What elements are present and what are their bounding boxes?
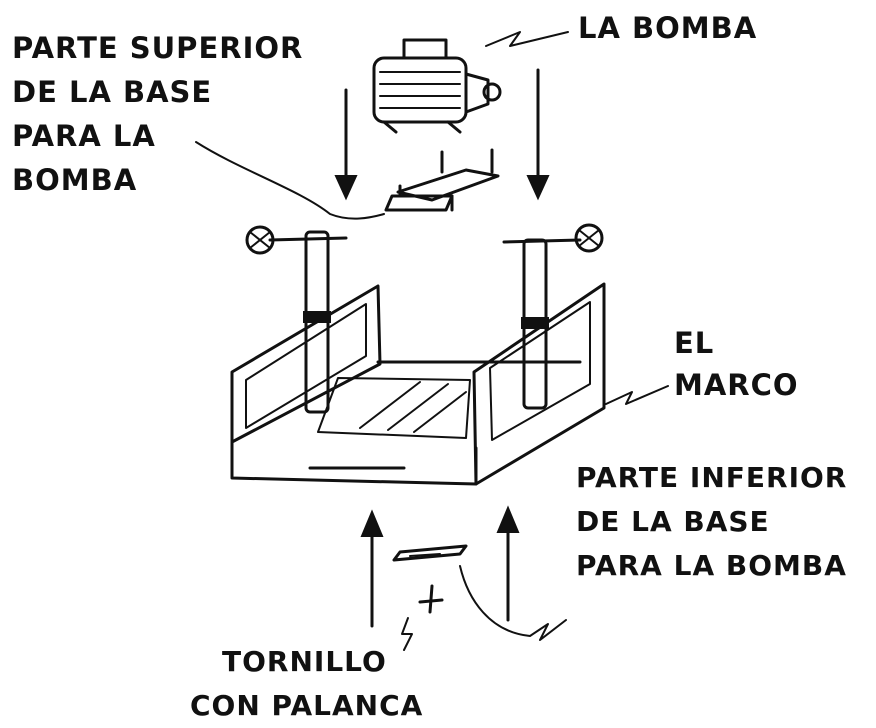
bottom-plate-label-line: PARTE INFERIOR: [576, 461, 848, 494]
frame: [230, 223, 606, 486]
top-plate-label-line: PARA LA: [12, 119, 156, 153]
leader-screw: [401, 617, 413, 651]
up-arrow-left: [360, 509, 384, 628]
down-arrow-left: [334, 88, 358, 201]
up-arrow-right: [496, 505, 520, 622]
leader-bottom-plate: [459, 565, 567, 641]
lower-base-plate: [392, 544, 468, 562]
pump-label-line: LA BOMBA: [578, 11, 758, 45]
pump-motor: [372, 38, 502, 134]
leader-frame: [605, 385, 669, 405]
bottom-plate-label-line: PARA LA BOMBA: [576, 549, 847, 582]
leader-top-plate: [195, 141, 385, 220]
frame-label-line: MARCO: [674, 368, 799, 402]
top-plate-label-line: PARTE SUPERIOR: [12, 31, 304, 65]
bottom-plate-label-line: DE LA BASE: [576, 505, 770, 538]
top-plate-label-line: DE LA BASE: [12, 75, 213, 109]
down-arrow-right: [526, 68, 550, 201]
screw-label-line: CON PALANCA: [190, 689, 424, 722]
frame-label: EL MARCO: [674, 322, 799, 406]
top-plate-label-line: BOMBA: [12, 163, 138, 197]
screw-label: TORNILLO CON PALANCA: [190, 640, 423, 728]
screw-with-lever: [418, 584, 444, 614]
screw-label-line: TORNILLO: [222, 645, 387, 678]
leader-pump: [485, 31, 569, 47]
pump-label: LA BOMBA: [578, 8, 757, 48]
bottom-plate-label: PARTE INFERIOR DE LA BASE PARA LA BOMBA: [576, 456, 847, 588]
frame-label-line: EL: [674, 326, 715, 360]
upper-base-plate: [384, 148, 500, 212]
top-plate-label: PARTE SUPERIOR DE LA BASE PARA LA BOMBA: [12, 26, 303, 202]
